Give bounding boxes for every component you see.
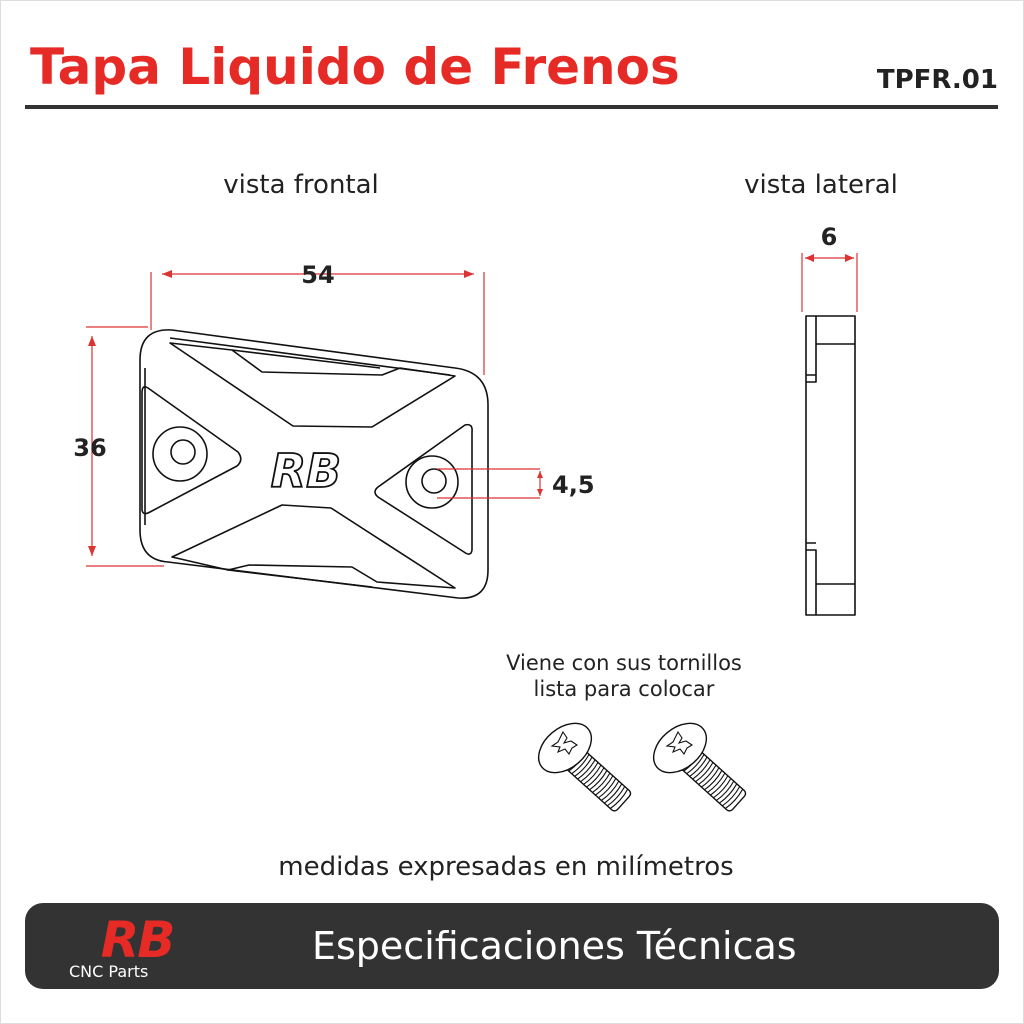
product-code: TPFR.01 <box>877 65 998 95</box>
screws-note-line2: lista para colocar <box>534 677 715 701</box>
width-dimension: 54 <box>301 261 334 289</box>
units-note: medidas expresadas en milímetros <box>278 852 733 882</box>
screws-note-line1: Viene con sus tornillos <box>506 651 742 675</box>
front-view-label: vista frontal <box>223 170 379 200</box>
side-view-drawing <box>801 253 858 616</box>
plate-logo: RB <box>271 444 341 498</box>
thickness-dimension: 6 <box>821 223 838 251</box>
brand-logo: RB <box>101 911 174 969</box>
footer-title: Especificaciones Técnicas <box>312 924 797 968</box>
front-view-drawing: RB <box>139 329 489 599</box>
front-dimensions <box>86 270 543 567</box>
footer-banner <box>25 903 999 989</box>
brand-subtitle: CNC Parts <box>69 962 148 981</box>
page-title: Tapa Liquido de Frenos <box>30 38 680 96</box>
hole-dimension: 4,5 <box>552 471 595 499</box>
height-dimension: 36 <box>73 434 106 462</box>
side-view-label: vista lateral <box>744 170 898 200</box>
header-divider <box>25 105 998 109</box>
